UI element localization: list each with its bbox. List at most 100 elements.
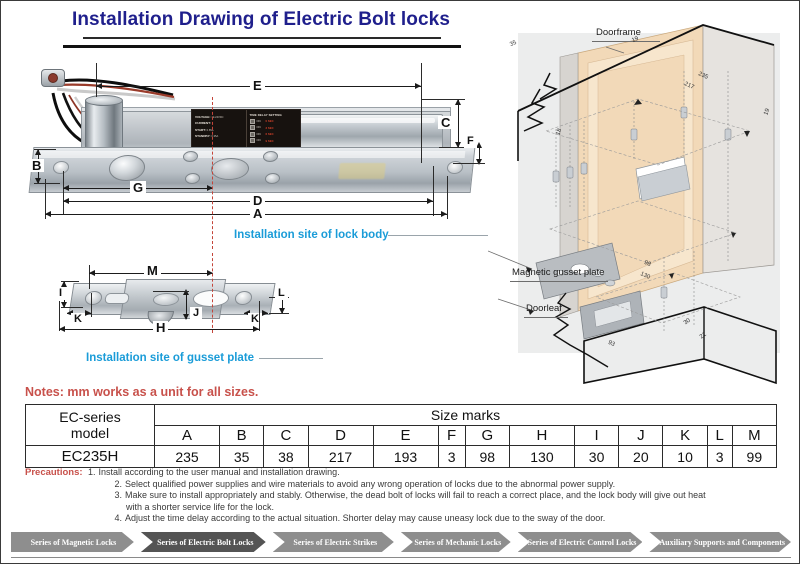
arrow-B-bottom: [35, 178, 41, 184]
precaution-number-3: 3.: [114, 490, 122, 501]
precautions-label: Precautions:: [25, 467, 83, 478]
ext-line-C-bottom: [439, 147, 469, 148]
arrow-C-top: [455, 99, 461, 105]
precaution-number-1: 1.: [88, 467, 96, 477]
gusset-slot: [104, 293, 130, 304]
arrow-D-right: [427, 198, 433, 204]
precaution-text-3-cont: with a shorter service life for the lock…: [126, 501, 275, 512]
arrow-B-top: [35, 149, 41, 155]
table-row-header: EC-series model Size marks: [25, 404, 777, 446]
value-cell-I: 30: [573, 445, 620, 468]
value-cell-B: 35: [219, 445, 265, 468]
nav-tab-electric-strikes[interactable]: Series of Electric Strikes: [273, 532, 394, 552]
ext-line-B-top: [34, 149, 56, 150]
ext-line-I-bottom: [61, 307, 83, 308]
model-value-cell: EC235H: [25, 445, 155, 468]
dim-line-J: [186, 291, 187, 319]
value-cell-A: 235: [153, 445, 221, 468]
dip-switch-icon[interactable]: [249, 118, 255, 124]
page-title-wrap: Installation Drawing of Electric Bolt lo…: [1, 9, 521, 33]
letter-cell-K: K: [662, 425, 708, 446]
precaution-text-1: Install according to the user manual and…: [98, 467, 340, 477]
letter-cell-L: L: [706, 425, 733, 446]
dim-label-E: E: [250, 79, 265, 92]
table-row-letters: A B C D E F G H I J K L M: [26, 425, 778, 446]
spec-current: CURRENT:: [195, 121, 211, 126]
title-rule-thin: [83, 37, 441, 39]
size-marks-table: EC-series model Size marks A B C D E F G…: [25, 404, 778, 468]
arrow-K-left-b: [85, 310, 91, 316]
callout-gusset-plate: Installation site of gusset plate: [86, 352, 255, 364]
model-header-line2: model: [70, 425, 110, 441]
ext-line-I-top: [61, 281, 79, 282]
dip-switch-icon[interactable]: [249, 131, 255, 137]
series-navigation-bar: Series of Magnetic Locks Series of Elect…: [11, 532, 791, 552]
page-title: Installation Drawing of Electric Bolt lo…: [71, 9, 451, 30]
arrow-H-left: [59, 326, 65, 332]
arrow-F-bottom: [476, 159, 482, 165]
iso-underline-doorleaf: [524, 317, 568, 318]
arrow-K-right-a: [244, 310, 250, 316]
arrow-F-top: [476, 142, 482, 148]
dim-label-A: A: [250, 207, 266, 220]
arrow-M-right: [207, 270, 213, 276]
ext-line-E-right: [421, 63, 422, 163]
nav-tab-mechanic-locks[interactable]: Series of Mechanic Locks: [401, 532, 511, 552]
ext-line-D-right: [433, 166, 434, 216]
nav-tab-electric-control-locks[interactable]: Series of Electric Control Locks: [518, 532, 643, 552]
letter-cell-C: C: [263, 425, 309, 446]
dim-line-D: [63, 201, 433, 202]
ext-line-J: [153, 291, 189, 292]
time-delay-header: TIME DELAY SETTING: [249, 113, 282, 117]
letter-cell-B: B: [219, 425, 265, 446]
ext-line-L-bottom: [269, 313, 289, 314]
precaution-item-3: 3. Make sure to install appropriately an…: [109, 490, 777, 502]
precaution-item-4: 4. Adjust the time delay according to th…: [109, 513, 777, 525]
iso-label-magnetic-gusset-plate: Magnetic gusset plate: [512, 267, 605, 278]
letter-cell-J: J: [618, 425, 664, 446]
callout-line-lock-body: [388, 235, 488, 236]
precaution-item-2: 2. Select qualified power supplies and w…: [109, 479, 777, 491]
value-cell-E: 193: [372, 445, 439, 468]
dip-switch-icon[interactable]: [249, 125, 255, 131]
arrow-G-right: [207, 185, 213, 191]
dim-label-L: L: [275, 287, 288, 300]
precaution-number-4: 4.: [114, 513, 122, 524]
arrow-D-left: [63, 198, 69, 204]
nav-tab-electric-bolt-locks[interactable]: Series of Electric Bolt Locks: [141, 532, 266, 552]
iso-label-doorleaf: Doorleaf: [526, 303, 562, 314]
value-cell-G: 98: [464, 445, 510, 468]
dim-label-H: H: [153, 321, 169, 334]
precaution-text-2: Select qualified power supplies and wire…: [125, 478, 616, 489]
dim-label-J: J: [190, 307, 203, 320]
nav-tab-magnetic-locks[interactable]: Series of Magnetic Locks: [11, 532, 134, 552]
letter-cell-H: H: [508, 425, 575, 446]
dim-line-A: [45, 214, 447, 215]
dim-label-K-left: K: [71, 313, 85, 326]
precaution-number-2: 2.: [114, 478, 122, 489]
nav-bottom-rule: [11, 557, 791, 558]
arrow-A-left: [45, 211, 51, 217]
arrow-C-bottom: [455, 142, 461, 148]
bolt-cylinder: [85, 99, 123, 151]
dim-line-C: [458, 99, 459, 147]
dip-switch-icon[interactable]: [249, 138, 255, 144]
faceplate-highlight: [36, 151, 466, 158]
value-cell-L: 3: [706, 445, 733, 468]
letter-cell-F: F: [437, 425, 466, 446]
callout-lock-body: Installation site of lock body: [234, 229, 389, 241]
arrow-J-bottom: [183, 314, 189, 320]
precaution-text-4: Adjust the time delay according to the a…: [125, 513, 606, 524]
ext-line-C-top: [421, 99, 465, 100]
notes-text: Notes: mm works as a unit for all sizes.: [25, 385, 259, 399]
nav-tab-auxiliary-supports[interactable]: Auxiliary Supports and Components: [649, 532, 791, 552]
model-header-line1: EC-series: [59, 409, 121, 425]
arrow-M-left: [89, 270, 95, 276]
value-cell-J: 20: [618, 445, 664, 468]
dim-label-D: D: [250, 194, 266, 207]
arrow-K-left-a: [67, 310, 73, 316]
arrow-I-bottom: [61, 302, 67, 308]
dim-label-I: I: [56, 287, 66, 300]
spec-standby: STANDBY: 0.35A: [195, 133, 219, 138]
